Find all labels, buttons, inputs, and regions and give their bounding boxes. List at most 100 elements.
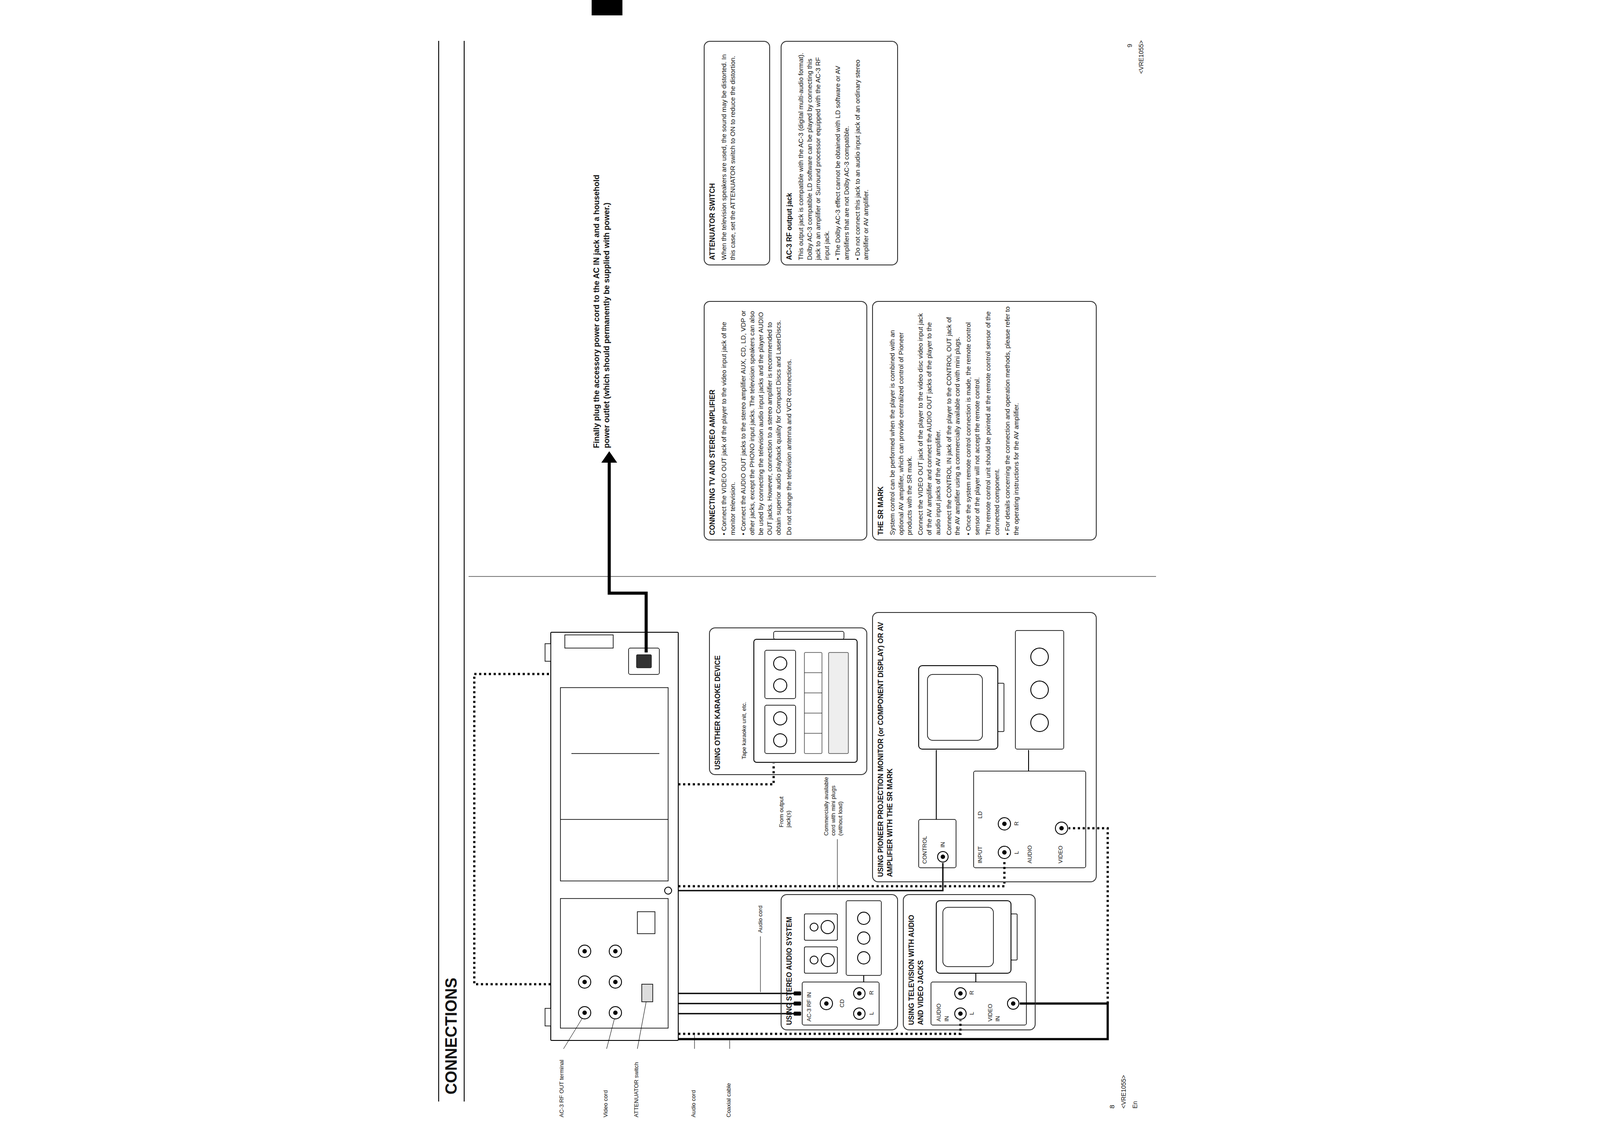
jack [1030,714,1049,732]
device-label: Tape karaoke unit, etc. [740,701,748,761]
jack [857,952,870,965]
header-rule [438,40,440,1102]
jack-label: IN [939,841,947,849]
audio-cord [678,1013,794,1015]
plug [793,992,801,996]
jack [773,712,787,726]
instruction-box: CONNECTING TV AND STEREO AMPLIFIER• Conn… [703,301,868,541]
leader-line [760,936,761,993]
jack [1007,998,1019,1010]
box-body: • For details concerning the connection … [1003,306,1021,536]
jack-label: CD [838,998,846,1009]
panel-line [571,753,660,755]
jack [853,1008,866,1020]
jack-panel [802,982,880,1026]
language-code: En [1131,1100,1139,1110]
jack [998,846,1011,859]
jack-panel [560,898,669,1029]
input-panel [973,771,1086,869]
page-divider [468,576,1157,578]
instruction-box: AC-3 RF output jackThis output jack is c… [780,40,899,266]
coaxial-cable [678,1003,794,1005]
jack [857,932,870,945]
box-heading: USING PIONEER PROJECTION MONITOR (or COM… [876,617,895,878]
leader-line [729,1040,731,1050]
audio-cord [678,993,794,995]
callout-label: ATTENUATOR switch [632,1061,640,1119]
jack-center [1002,850,1007,855]
handle [773,631,844,640]
side-panel [564,635,614,649]
box-body: • Do not connect this jack to an audio i… [853,46,871,261]
jack-center [857,991,862,997]
jack [821,920,835,935]
panel-line [560,819,669,821]
control-panel [918,819,957,869]
box-body: Connect the CONTROL IN jack of the playe… [944,306,963,536]
button-line [804,672,822,674]
karaoke-cord [678,763,774,785]
jack [821,953,835,968]
video-cord [678,1003,1108,1040]
jack-block [637,912,655,935]
jack [609,976,622,989]
cassette-window [764,650,796,699]
jack [998,818,1011,831]
leader-line [637,1002,647,1050]
karaoke-unit [753,639,858,763]
jack [810,923,819,932]
instruction-note: Finally plug the accessory power cord to… [591,171,613,450]
jack [1055,822,1068,835]
page-number: 8 [1108,1104,1116,1110]
plug [793,1012,801,1016]
jack-label: R [1013,821,1021,827]
page-title: CONNECTIONS [441,976,462,1097]
instruction-box: THE SR MARKSystem control can be perform… [872,301,1097,541]
player-foot [545,1008,551,1027]
callout-label: From output jack(s) [778,785,793,829]
jack-center [958,1011,963,1017]
callout-label: AC-3 RF OUT terminal [558,1059,566,1119]
jack-label: L [868,1011,876,1017]
jack [664,887,672,895]
box-body: System control can be performed when the… [887,306,914,536]
jack-label: VIDEO [986,1003,994,1023]
jack-label: L [1013,850,1021,856]
jack-label: CONTROL [921,835,929,866]
jack [609,1007,622,1020]
player-foot [545,643,551,662]
leader-line [694,1035,695,1050]
jack [1030,681,1049,699]
jack-label: AUDIO [935,1003,943,1023]
monitor-screen [927,674,983,741]
speaker [804,947,838,974]
monitor-base [997,683,1004,732]
television [936,901,1011,974]
callout-label: Audio cord [690,1089,698,1119]
jack-center [940,854,946,860]
jack-link [863,975,865,983]
callout-label: Audio cord [756,905,764,935]
box-heading: THE SR MARK [876,306,886,536]
jack-label: IN [994,1015,1002,1023]
jack-center [857,1011,862,1017]
connection-wire [474,674,551,985]
video-cord [1068,828,1108,1004]
box-body: • Connect the VIDEO OUT jack of the play… [719,306,738,536]
jack-center [613,980,618,985]
jack-center [613,949,618,954]
connection-panel: USING OTHER KARAOKE DEVICE [709,627,868,776]
jack [810,956,819,965]
arrow-head [601,451,618,463]
jack [773,734,787,748]
callout-label: Coaxial cable [725,1082,733,1119]
jack-panel [930,982,1027,1026]
box-body: • The Dolby AC-3 effect cannot be obtain… [833,46,851,261]
button-row [804,652,822,754]
tv-screen [942,907,994,968]
cassette-window [764,705,796,754]
doc-code: <VRE1055> [1137,39,1145,75]
jack-center [1059,826,1064,831]
jack [853,988,866,1000]
